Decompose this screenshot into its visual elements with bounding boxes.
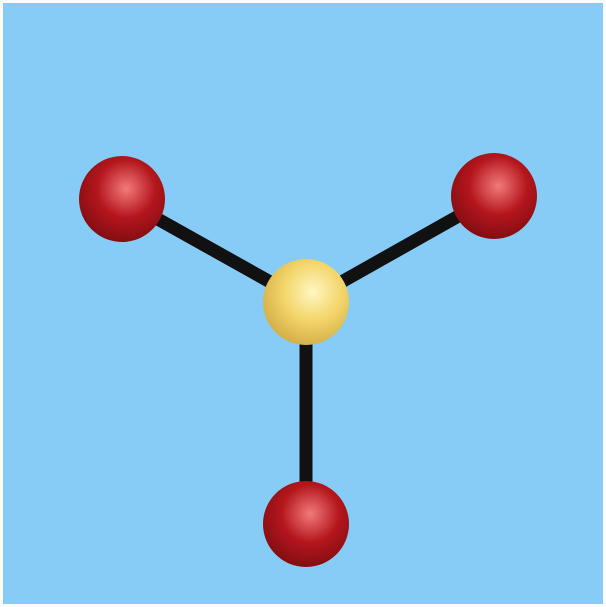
atom-upper-left (79, 156, 165, 242)
molecule-model (3, 3, 603, 604)
molecule-viewport (3, 3, 603, 604)
atom-bottom (263, 481, 349, 567)
atom-upper-right (451, 153, 537, 239)
atoms (79, 153, 537, 567)
atom-center (263, 259, 349, 345)
